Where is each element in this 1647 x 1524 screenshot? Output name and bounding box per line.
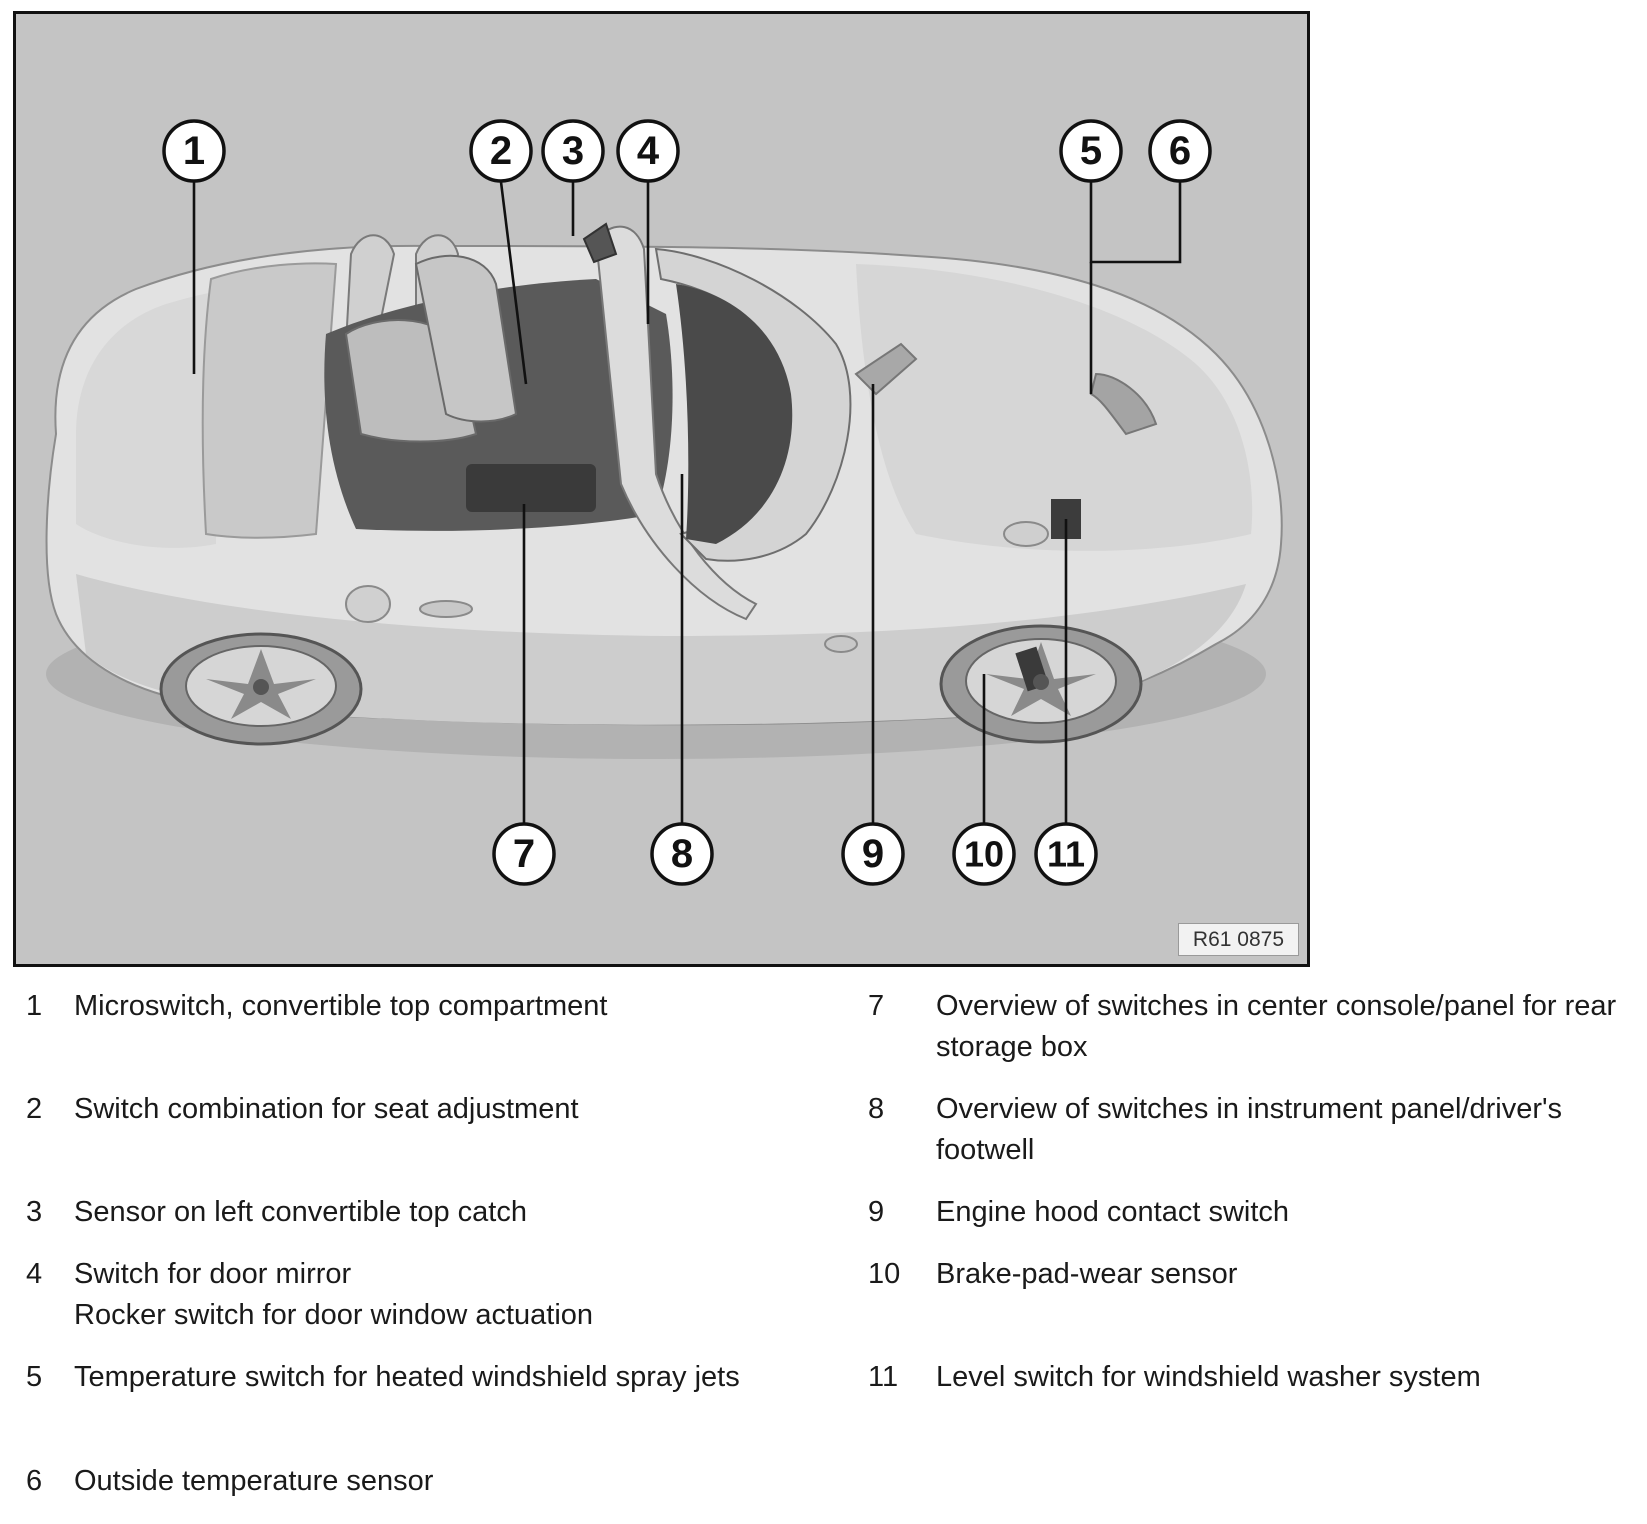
callout-1: 1 [162,119,226,183]
callout-8: 8 [650,822,714,886]
callout-9-label: 9 [862,832,884,876]
callout-7: 7 [492,822,556,886]
legend-text: Switch combination for seat adjustment [74,1093,579,1125]
callout-11: 11 [1034,822,1098,886]
fuel-filler-flap [345,585,391,623]
legend-number: 10 [868,1258,901,1290]
legend-text: Level switch for windshield washer syste… [936,1361,1481,1393]
legend-number: 2 [26,1093,43,1125]
dashboard [676,284,793,544]
legend-text: Outside temperature sensor [74,1465,434,1497]
center-console [466,464,596,512]
side-indicator [824,635,858,653]
hood-contact-area [854,342,918,396]
callout-3: 3 [541,119,605,183]
callout-8-label: 8 [671,832,693,876]
callout-11-label: 11 [1047,834,1085,875]
callout-6-label: 6 [1169,129,1191,173]
legend-text: Microswitch, convertible top compartment [74,990,608,1022]
strut-top [1003,521,1049,547]
legend-text: Rocker switch for door window actuation [74,1299,594,1331]
car-illustration: 1 2 3 4 5 6 7 8 9 10 11 [45,119,1283,886]
callout-9: 9 [841,822,905,886]
door-mirror [582,222,618,264]
washer-jet-area [1089,372,1158,436]
top-compartment [201,262,338,539]
callout-2-label: 2 [490,129,512,173]
front-wheel [939,624,1143,744]
legend-text: Engine hood contact switch [936,1196,1290,1228]
door-handle [419,600,473,618]
legend-number: 8 [868,1093,885,1125]
legend-text: Temperature switch for heated windshield… [74,1361,740,1393]
legend-number: 1 [26,990,43,1022]
legend-text: Brake-pad-wear sensor [936,1258,1238,1290]
callout-6: 6 [1148,119,1212,183]
legend-number: 4 [26,1258,43,1290]
legend-number: 7 [868,990,885,1022]
leader-line-2 [499,181,528,385]
callout-10: 10 [952,822,1016,886]
callout-5: 5 [1059,119,1123,183]
hood-highlight [856,264,1253,551]
seat-driver [414,254,518,423]
callout-10-label: 10 [964,834,1004,875]
callout-5-label: 5 [1080,129,1102,173]
rear-wheel [159,632,363,746]
callout-4: 4 [616,119,680,183]
component-location-figure: 1 2 3 4 5 6 7 8 9 10 11 R61 0875 [13,11,1310,967]
callout-7-label: 7 [513,832,535,876]
legend-number: 9 [868,1196,885,1228]
legend-text: Overview of switches in instrument panel… [936,1093,1563,1166]
legend-text: Switch for door mirror [74,1258,352,1290]
legend-number: 11 [868,1361,899,1393]
callout-3-label: 3 [562,129,584,173]
callout-4-label: 4 [637,129,660,173]
legend-number: 5 [26,1361,43,1393]
legend-number: 6 [26,1465,43,1497]
legend-number: 3 [26,1196,43,1228]
legend-text: Overview of switches in center console/p… [936,990,1617,1063]
callout-2: 2 [469,119,533,183]
leader-line-5-6 [1089,182,1182,264]
legend-text: Sensor on left convertible top catch [74,1196,527,1228]
callout-1-label: 1 [183,129,205,173]
figure-reference-code: R61 0875 [1177,923,1299,956]
open-door [594,225,758,621]
